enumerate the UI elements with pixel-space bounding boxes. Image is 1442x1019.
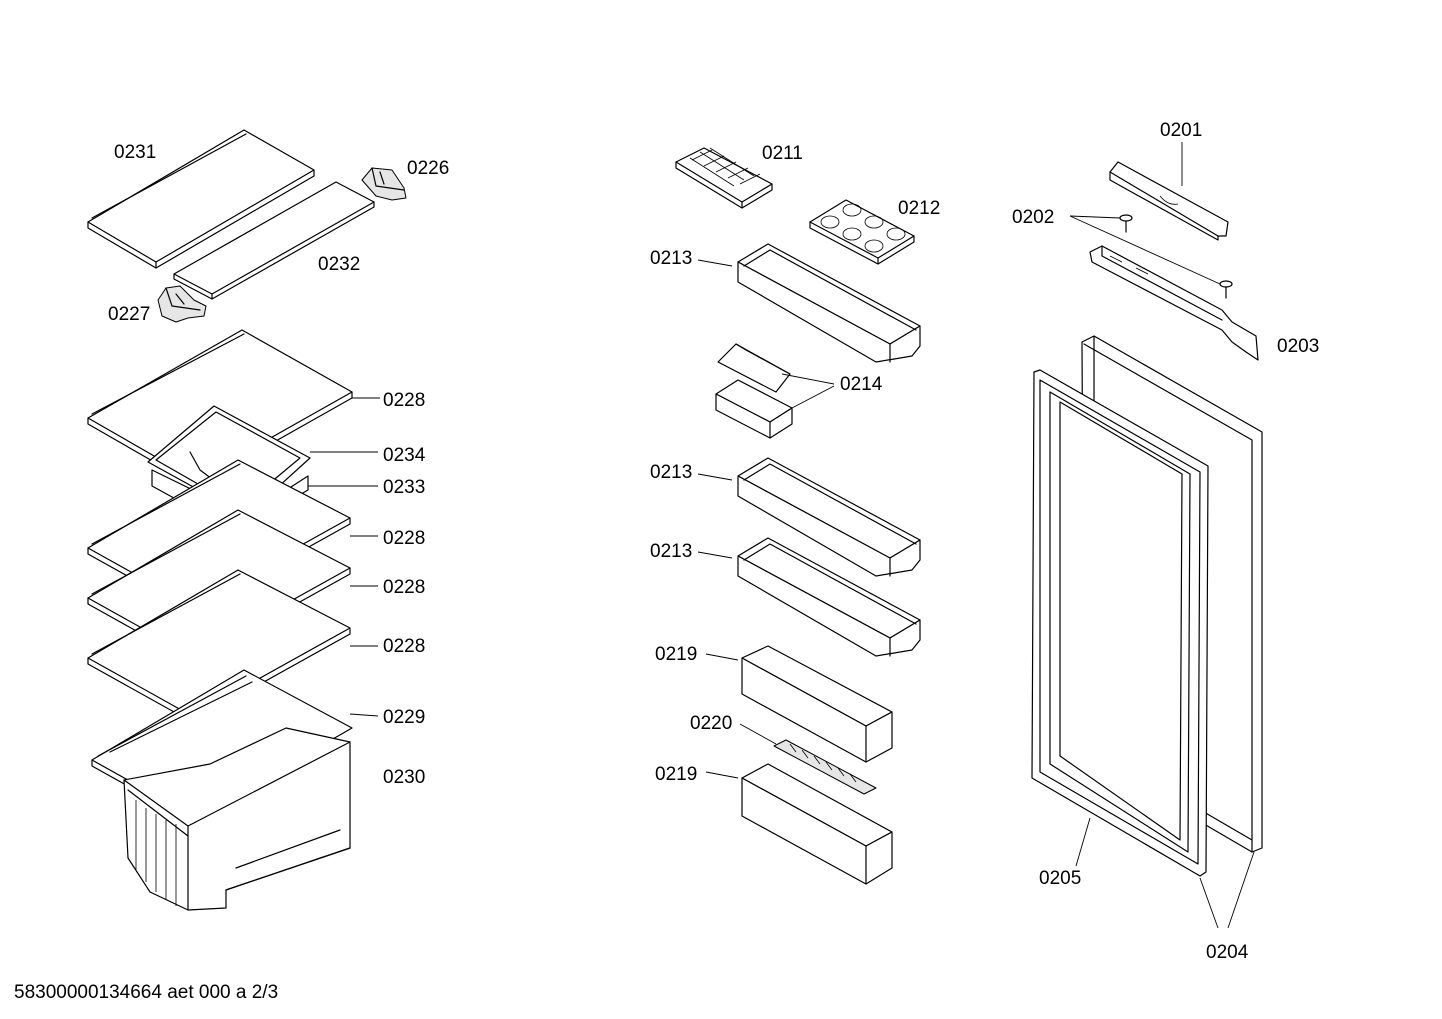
part-0201-hinge-cover xyxy=(1109,161,1229,241)
label-0228-3: 0228 xyxy=(383,577,425,598)
part-0232-shelf-strip xyxy=(173,181,375,300)
label-0202: 0202 xyxy=(1012,207,1054,228)
label-0228-1: 0228 xyxy=(383,390,425,411)
label-0212: 0212 xyxy=(898,198,940,219)
part-0213-door-bin-1 xyxy=(737,243,921,363)
label-0234: 0234 xyxy=(383,445,426,466)
label-0228-4: 0228 xyxy=(383,636,425,657)
part-0219-bottle-bin-2 xyxy=(741,763,893,885)
label-0213-1: 0213 xyxy=(650,248,692,269)
part-0227-clip xyxy=(157,285,207,323)
label-0232: 0232 xyxy=(318,254,360,275)
label-0204: 0204 xyxy=(1206,942,1249,963)
label-0219-1: 0219 xyxy=(655,644,697,665)
part-0213-door-bin-2 xyxy=(737,457,921,577)
part-0202-screw-1 xyxy=(1119,214,1133,233)
label-0229: 0229 xyxy=(383,707,425,728)
label-0226: 0226 xyxy=(407,158,449,179)
label-0233: 0233 xyxy=(383,477,425,498)
label-0219-2: 0219 xyxy=(655,764,697,785)
part-0203-hinge-bracket xyxy=(1089,245,1259,361)
leader-lines xyxy=(308,142,1255,929)
label-0205: 0205 xyxy=(1039,868,1081,889)
part-0214-butter-dish xyxy=(715,343,793,439)
part-0211-ice-tray xyxy=(675,147,773,209)
label-0220: 0220 xyxy=(690,713,732,734)
part-0213-door-bin-3 xyxy=(737,537,921,657)
part-0230-crisper-drawer xyxy=(123,727,351,911)
label-0213-3: 0213 xyxy=(650,541,692,562)
label-0230: 0230 xyxy=(383,767,425,788)
label-0203: 0203 xyxy=(1277,336,1319,357)
label-0228-2: 0228 xyxy=(383,528,425,549)
part-0212-egg-tray xyxy=(809,199,915,265)
label-0201: 0201 xyxy=(1160,120,1202,141)
label-0211: 0211 xyxy=(762,143,803,164)
label-0227: 0227 xyxy=(108,304,150,325)
part-0226-clip xyxy=(361,167,407,201)
part-0205-door-gasket xyxy=(1031,369,1209,877)
part-0220-bottle-retainer xyxy=(773,739,877,795)
part-0219-bottle-bin-1 xyxy=(741,645,893,763)
document-id-footer: 58300000134664 aet 000 a 2/3 xyxy=(14,982,278,1003)
label-0213-2: 0213 xyxy=(650,462,692,483)
label-0231: 0231 xyxy=(114,142,156,163)
part-0202-screw-2 xyxy=(1219,280,1233,299)
label-0214: 0214 xyxy=(840,374,883,395)
part-0231-glass-shelf xyxy=(87,129,315,269)
